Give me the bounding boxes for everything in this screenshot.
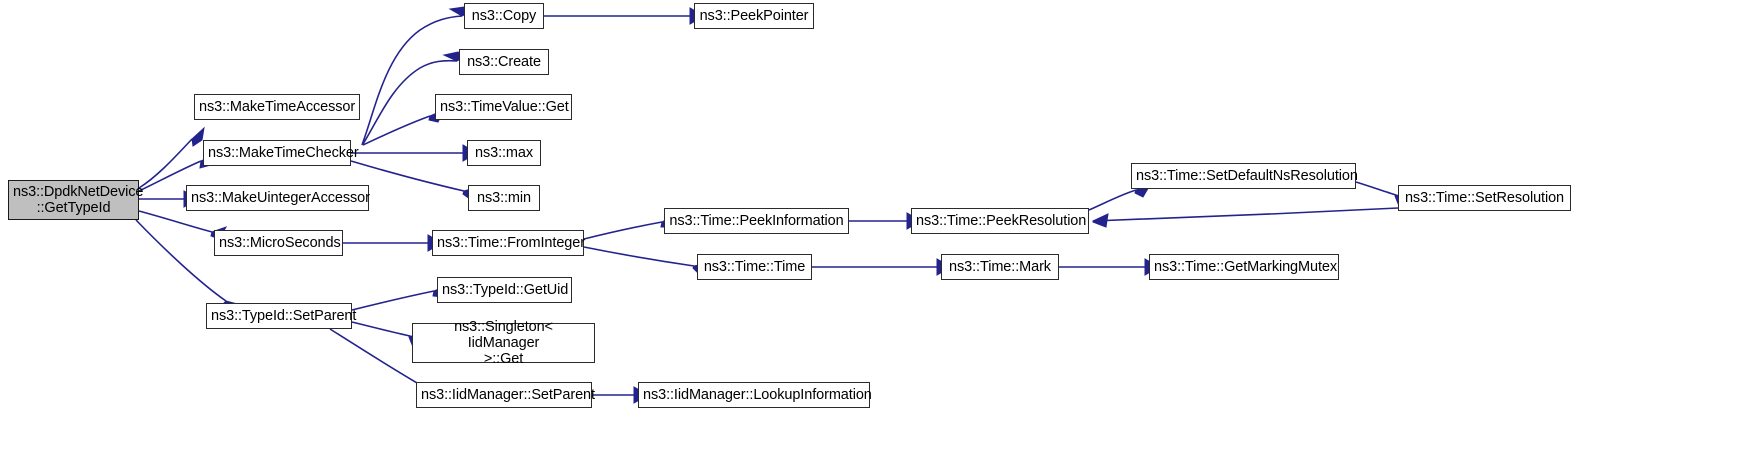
graph-node-getmarkingmutex[interactable]: ns3::Time::GetMarkingMutex: [1149, 254, 1339, 280]
graph-node-setresolution[interactable]: ns3::Time::SetResolution: [1398, 185, 1571, 211]
graph-node-maketimechecker[interactable]: ns3::MakeTimeChecker: [203, 140, 359, 166]
graph-node-label: ns3::min: [477, 189, 531, 206]
graph-node-root[interactable]: ns3::DpdkNetDevice ::GetTypeId: [8, 180, 144, 220]
graph-node-label: ns3::MakeUintegerAccessor: [191, 189, 370, 206]
graph-node-maketimeaccessor[interactable]: ns3::MakeTimeAccessor: [194, 94, 360, 120]
graph-node-copy[interactable]: ns3::Copy: [464, 3, 544, 29]
graph-node-lookupinformation[interactable]: ns3::IidManager::LookupInformation: [638, 382, 872, 408]
graph-node-label: ns3::Create: [467, 53, 541, 70]
graph-node-label: ns3::TypeId::GetUid: [442, 281, 569, 298]
edge-maketimechecker-to-timevalueget: [362, 115, 431, 146]
edge-peekresolution-to-setdefaultns: [1088, 189, 1137, 211]
graph-node-label: ns3::MicroSeconds: [219, 234, 341, 251]
edge-root-to-typeidsetparent: [135, 219, 227, 302]
edge-frominteger-to-peekinformation: [583, 221, 663, 240]
graph-node-label: ns3::TimeValue::Get: [440, 98, 569, 115]
arrowhead-setresolution-to-peekresolution: [1092, 213, 1109, 228]
graph-node-label: ns3::Time::SetResolution: [1404, 189, 1565, 206]
graph-node-min[interactable]: ns3::min: [468, 185, 540, 211]
edge-typeidsetparent-to-typeidgetuid: [351, 290, 435, 311]
edge-frominteger-to-timetime: [583, 246, 695, 267]
graph-node-label: ns3::DpdkNetDevice ::GetTypeId: [13, 183, 144, 216]
graph-node-typeidgetuid[interactable]: ns3::TypeId::GetUid: [437, 277, 572, 303]
graph-node-timevalueget[interactable]: ns3::TimeValue::Get: [435, 94, 572, 120]
graph-node-label: ns3::Time::SetDefaultNsResolution: [1136, 167, 1358, 184]
graph-node-label: ns3::MakeTimeChecker: [208, 144, 359, 161]
edge-typeidsetparent-to-iidsetparent: [329, 328, 425, 388]
graph-node-label: ns3::Copy: [471, 7, 537, 24]
graph-node-iidsetparent[interactable]: ns3::IidManager::SetParent: [416, 382, 595, 408]
graph-node-label: ns3::MakeTimeAccessor: [199, 98, 356, 115]
graph-node-label: ns3::max: [474, 144, 534, 161]
edge-setresolution-to-peekresolution: [1092, 207, 1399, 222]
graph-node-frominteger[interactable]: ns3::Time::FromInteger: [432, 230, 585, 256]
graph-node-label: ns3::Time::PeekInformation: [669, 212, 844, 229]
graph-node-setdefaultns[interactable]: ns3::Time::SetDefaultNsResolution: [1131, 163, 1358, 189]
graph-node-timemark[interactable]: ns3::Time::Mark: [941, 254, 1059, 280]
graph-node-label: ns3::PeekPointer: [699, 7, 809, 24]
graph-node-label: ns3::Time::Time: [703, 258, 806, 275]
graph-node-label: ns3::TypeId::SetParent: [211, 307, 357, 324]
graph-node-label: ns3::Time::Mark: [949, 258, 1051, 275]
edge-setdefaultns-to-setresolution: [1355, 181, 1397, 196]
graph-node-label: ns3::IidManager::SetParent: [421, 386, 595, 403]
graph-node-peekresolution[interactable]: ns3::Time::PeekResolution: [911, 208, 1089, 234]
edge-root-to-microseconds: [138, 210, 213, 233]
graph-node-create[interactable]: ns3::Create: [459, 49, 549, 75]
edge-root-to-maketimeaccessor: [138, 138, 193, 189]
graph-node-label: ns3::Time::PeekResolution: [916, 212, 1087, 229]
graph-node-singletonget[interactable]: ns3::Singleton< IidManager >::Get: [412, 319, 595, 367]
edge-typeidsetparent-to-singletonget: [351, 321, 411, 337]
graph-node-typeidsetparent[interactable]: ns3::TypeId::SetParent: [206, 303, 357, 329]
graph-node-label: ns3::Time::FromInteger: [437, 234, 585, 251]
graph-node-microseconds[interactable]: ns3::MicroSeconds: [214, 230, 343, 256]
graph-node-label: ns3::Time::GetMarkingMutex: [1154, 258, 1338, 275]
graph-node-peekinformation[interactable]: ns3::Time::PeekInformation: [664, 208, 849, 234]
graph-node-max[interactable]: ns3::max: [467, 140, 541, 166]
edge-maketimechecker-to-copy: [361, 15, 463, 146]
graph-node-peekpointer[interactable]: ns3::PeekPointer: [694, 3, 814, 29]
graph-node-timetime[interactable]: ns3::Time::Time: [697, 254, 812, 280]
graph-node-label: ns3::IidManager::LookupInformation: [643, 386, 872, 403]
graph-node-makeuintegeraccessor[interactable]: ns3::MakeUintegerAccessor: [186, 185, 370, 211]
graph-node-label: ns3::Singleton< IidManager >::Get: [454, 318, 553, 368]
